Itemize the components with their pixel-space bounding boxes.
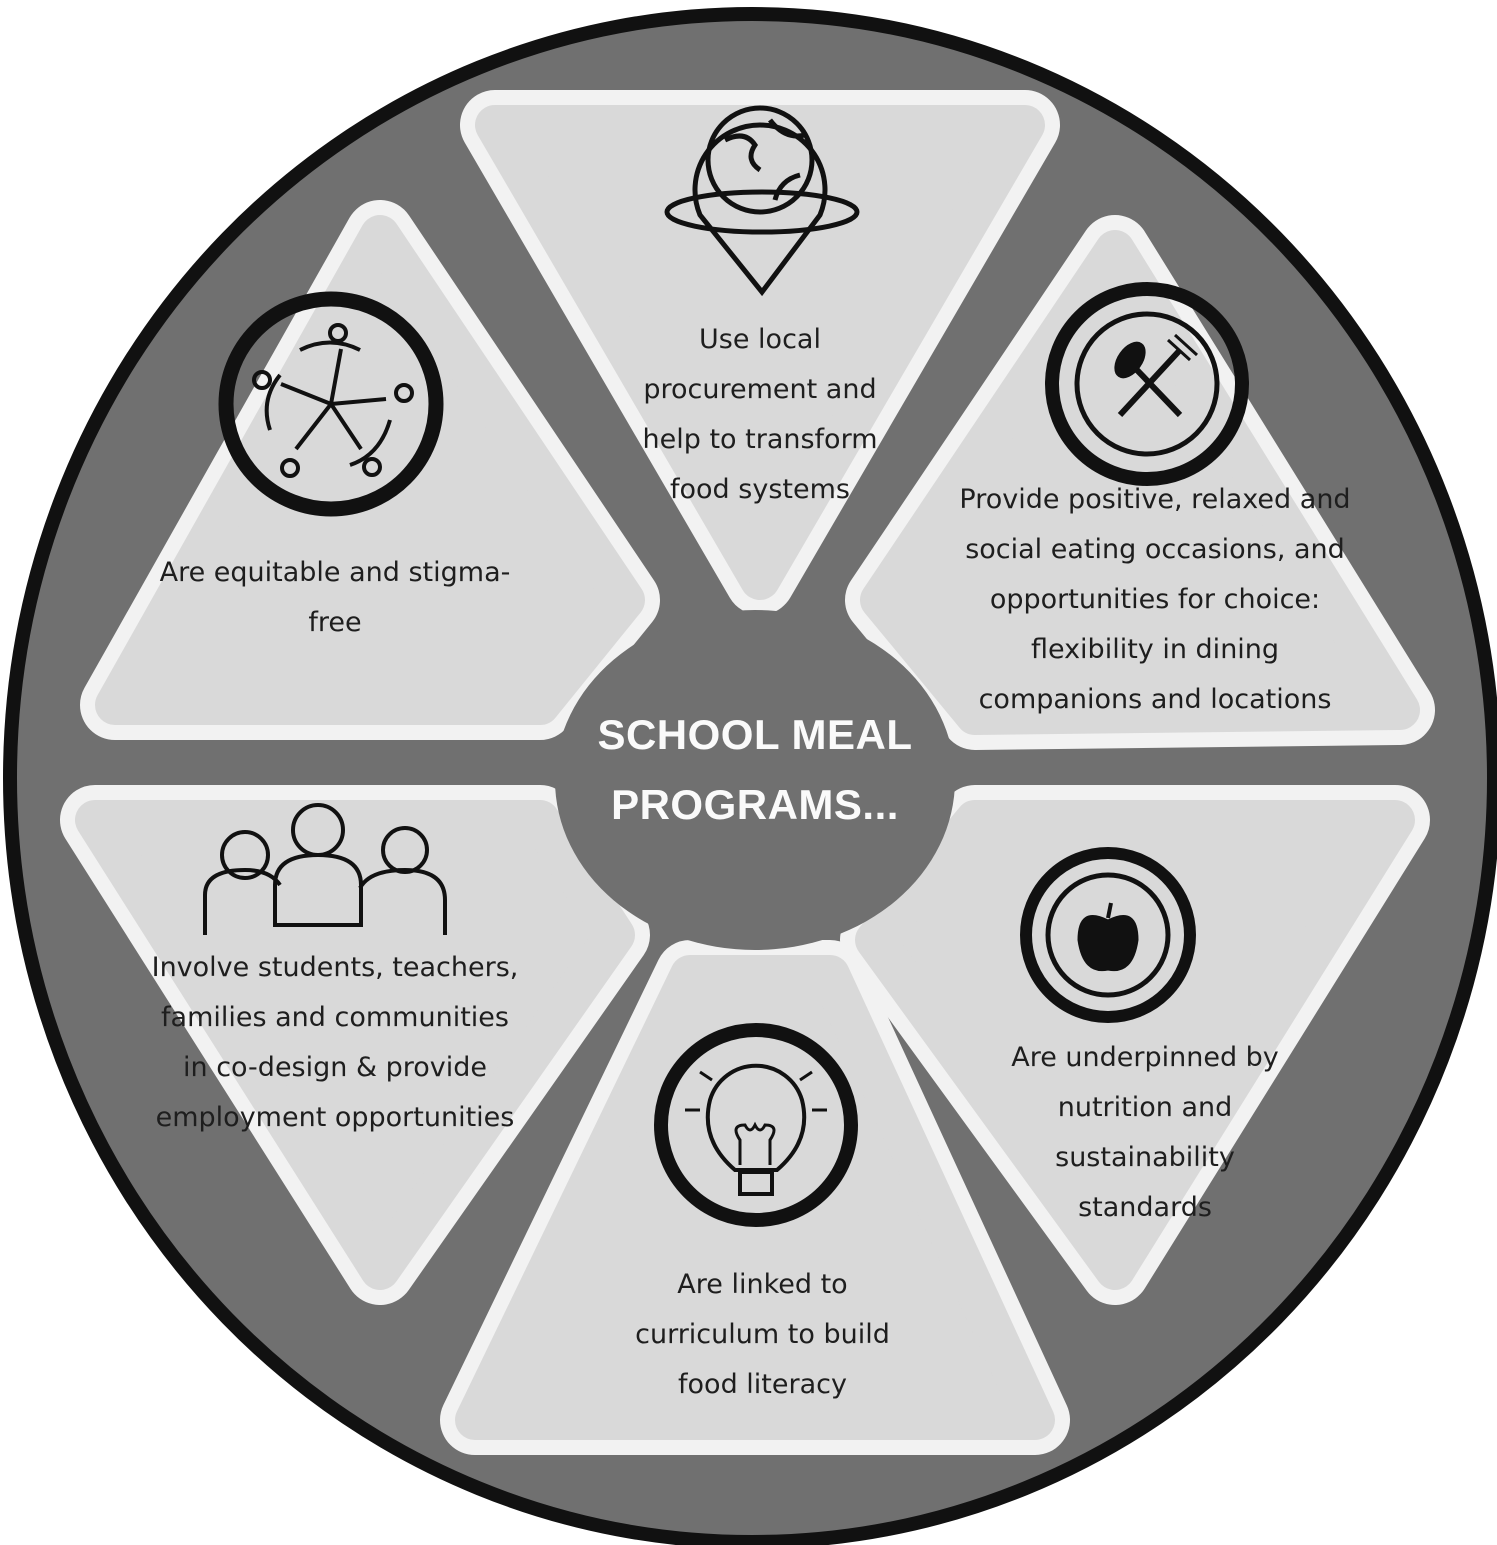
center-title: SCHOOL MEAL PROGRAMS... bbox=[597, 711, 913, 828]
segment-text-co-design: Involve students, teachers, families and… bbox=[151, 952, 519, 1133]
lightbulb-icon bbox=[654, 1023, 858, 1227]
globe-location-pin-icon bbox=[664, 105, 860, 297]
apple-plate-icon bbox=[1020, 847, 1196, 1023]
segment-lower-left bbox=[60, 785, 650, 1305]
segment-text-eating-occasions: Provide positive, relaxed and social eat… bbox=[959, 484, 1351, 715]
segment-bottom bbox=[440, 940, 1070, 1455]
people-group-icon bbox=[203, 803, 447, 935]
center-hub bbox=[555, 610, 955, 950]
segment-text-equitable: Are equitable and stigma-free bbox=[159, 557, 511, 638]
segment-text-local-procurement: Use local procurement and help to transf… bbox=[642, 324, 878, 505]
segment-upper-left bbox=[80, 200, 660, 740]
people-circle-icon bbox=[218, 291, 444, 517]
segment-lower-right bbox=[840, 785, 1430, 1305]
segment-text-nutrition-standards: Are underpinned by nutrition and sustain… bbox=[1011, 1042, 1279, 1223]
segments bbox=[60, 90, 1435, 1455]
spoon-fork-plate-icon bbox=[1045, 282, 1249, 486]
segment-text-curriculum: Are linked to curriculum to build food l… bbox=[635, 1269, 890, 1400]
